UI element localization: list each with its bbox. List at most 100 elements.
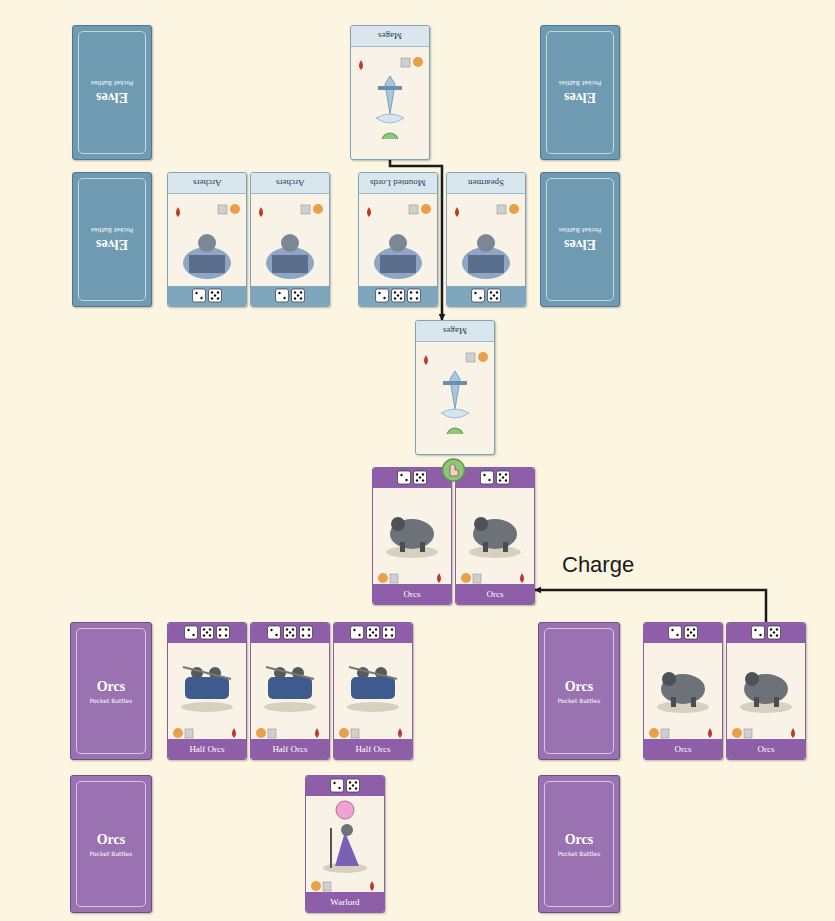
dice-icons [644, 623, 722, 643]
card-subtitle: Pocket Battles [559, 227, 602, 234]
unit-card: Half Orcs [250, 622, 330, 760]
unit-card: Archers [167, 172, 247, 307]
dice-band [334, 623, 412, 643]
unit-art [727, 645, 805, 741]
card-name: Orcs [404, 589, 421, 599]
dice-band [447, 286, 525, 306]
dice-icons [251, 623, 329, 643]
card-back: Elves Pocket Battles [540, 172, 620, 307]
dice-icons [251, 286, 329, 306]
unit-art [644, 645, 722, 741]
card-back-frame: Elves Pocket Battles [546, 178, 614, 301]
dice-icons [456, 468, 534, 488]
unit-art [359, 193, 437, 286]
card-name: Half Orcs [355, 744, 390, 754]
unit-card: Half Orcs [333, 622, 413, 760]
card-name: Orcs [487, 589, 504, 599]
card-back: Elves Pocket Battles [540, 25, 620, 160]
card-title: Orcs [97, 832, 126, 848]
card-subtitle: Pocket Battles [558, 850, 601, 857]
card-name: Orcs [675, 744, 692, 754]
unit-art [251, 193, 329, 286]
card-back: OrcsPocket Battles [538, 775, 620, 913]
unit-card: Spearmen [446, 172, 526, 307]
card-name: Spearmen [468, 178, 504, 188]
dice-icons [168, 623, 246, 643]
card-subtitle: Pocket Battles [91, 227, 134, 234]
dice-icons [359, 286, 437, 306]
card-name: Mounted Lords [370, 178, 426, 188]
card-title: Elves [564, 236, 596, 252]
name-band: Archers [251, 173, 329, 194]
unit-art [251, 193, 329, 286]
dice-band [251, 623, 329, 643]
card-name: Archers [193, 178, 222, 188]
unit-card: Mages [350, 25, 430, 160]
hand-icon [450, 464, 458, 476]
card-name: Warlord [330, 897, 359, 907]
dice-icons [306, 776, 384, 796]
card-back: Elves Pocket Battles [72, 172, 152, 307]
unit-card: Mounted Lords [358, 172, 438, 307]
name-band: Mounted Lords [359, 173, 437, 194]
dice-band [727, 623, 805, 643]
dice-icons [168, 286, 246, 306]
dice-icons [373, 468, 451, 488]
unit-card: Orcs [372, 467, 452, 605]
dice-icons [447, 286, 525, 306]
card-back: OrcsPocket Battles [70, 622, 152, 760]
arrow-connector [535, 590, 766, 622]
card-title: Orcs [97, 679, 126, 695]
card-back-frame: OrcsPocket Battles [76, 628, 146, 754]
card-back-frame: ElvesPocket Battles [78, 31, 146, 154]
card-title: Elves [96, 89, 128, 105]
card-subtitle: Pocket Battles [559, 80, 602, 87]
dice-icons [727, 623, 805, 643]
name-band: Mages [351, 26, 429, 47]
card-back: OrcsPocket Battles [70, 775, 152, 913]
mage-art [351, 46, 429, 139]
unit-art [447, 193, 525, 286]
card-back-frame: OrcsPocket Battles [544, 628, 614, 754]
unit-card: Orcs [643, 622, 723, 760]
unit-art [373, 490, 451, 586]
unit-art [456, 490, 534, 586]
card-name: Mages [378, 31, 402, 41]
warlord-art [306, 798, 384, 894]
name-band: Mages [416, 321, 494, 342]
card-title: Elves [96, 236, 128, 252]
dice-band [168, 286, 246, 306]
dice-band [359, 286, 437, 306]
mage-art [416, 341, 494, 434]
mage-art [351, 46, 429, 139]
dice-icons [251, 286, 329, 306]
unit-card: Archers [250, 172, 330, 307]
name-band: Orcs [456, 584, 534, 604]
unit-art [168, 645, 246, 741]
unit-art [168, 645, 246, 741]
dice-icons [334, 623, 412, 643]
card-back-frame: Elves Pocket Battles [546, 31, 614, 154]
unit-art [251, 645, 329, 741]
unit-art [168, 193, 246, 286]
unit-art [359, 193, 437, 286]
name-band: Half Orcs [168, 739, 246, 759]
card-name: Half Orcs [189, 744, 224, 754]
mage-art [416, 341, 494, 434]
unit-art [644, 645, 722, 741]
unit-art [447, 193, 525, 286]
dice-icons [644, 623, 722, 643]
unit-card: Warlord [305, 775, 385, 913]
unit-card: Orcs [455, 467, 535, 605]
name-band: Orcs [373, 584, 451, 604]
dice-band [306, 776, 384, 796]
dice-icons [359, 286, 437, 306]
card-title: Orcs [565, 832, 594, 848]
card-subtitle: Pocket Battles [90, 850, 133, 857]
dice-band [456, 468, 534, 488]
card-title: Elves [564, 89, 596, 105]
dice-band [251, 286, 329, 306]
unit-art [334, 645, 412, 741]
unit-art [727, 645, 805, 741]
unit-art [456, 490, 534, 586]
